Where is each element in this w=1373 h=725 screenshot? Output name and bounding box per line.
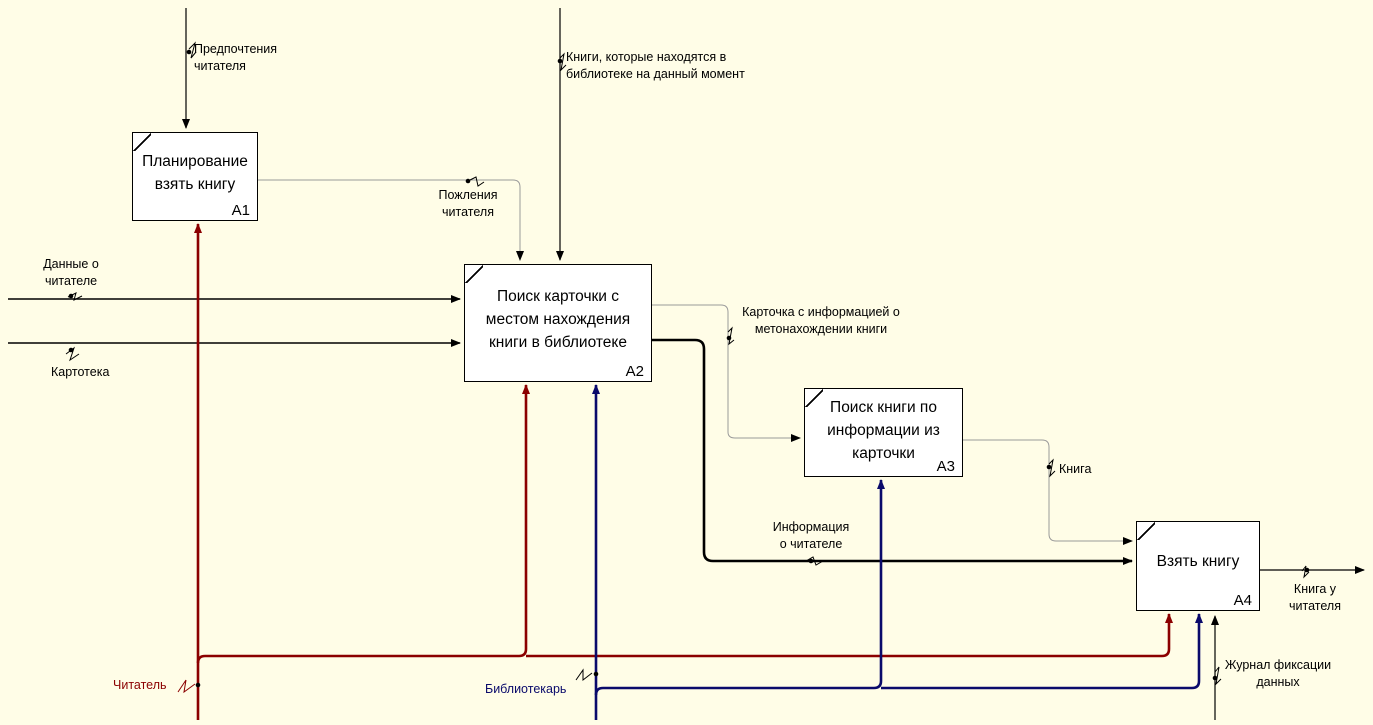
arrow-card-info[interactable] bbox=[652, 304, 801, 442]
label-preferences: Предпочтения читателя bbox=[194, 42, 278, 73]
corner-mark bbox=[805, 389, 823, 407]
label-books-available: Книги, которые находятся в библиотеке на… bbox=[566, 50, 745, 81]
corner-mark bbox=[1137, 522, 1155, 540]
arrow-wishes[interactable] bbox=[258, 179, 524, 261]
activity-title: Планирование взять книгу bbox=[142, 153, 248, 193]
activity-number: A2 bbox=[625, 363, 644, 380]
activity-title: Поиск книги по информации из карточки bbox=[827, 399, 940, 462]
activity-title: Взять книгу bbox=[1156, 553, 1240, 570]
activity-number: A1 bbox=[231, 202, 250, 219]
label-book: Книга bbox=[1059, 462, 1092, 476]
corner-mark bbox=[133, 133, 151, 151]
activity-box-a4[interactable]: Взять книгу A4 bbox=[1136, 521, 1260, 611]
label-card-index: Картотека bbox=[51, 365, 110, 379]
label-log: Журнал фиксации данных bbox=[1224, 658, 1332, 689]
label-librarian: Библиотекарь bbox=[485, 682, 567, 696]
label-wishes: Пожления читателя bbox=[438, 188, 498, 219]
arrow-book[interactable] bbox=[963, 439, 1133, 545]
activity-number: A4 bbox=[1233, 592, 1252, 609]
label-reader-info: Информация о читателе bbox=[772, 520, 850, 551]
connector-dots bbox=[68, 49, 1310, 688]
arrow-reader-info[interactable] bbox=[652, 338, 1133, 565]
activity-box-a2[interactable]: Поиск карточки с местом нахождения книги… bbox=[464, 264, 652, 382]
label-reader-data: Данные о читателе bbox=[43, 257, 99, 288]
label-card-info: Карточка с информацией о метонахождении … bbox=[742, 305, 900, 336]
arrow-librarian-mechanism[interactable] bbox=[592, 384, 1203, 720]
activity-box-a1[interactable]: Планирование взять книгу A1 bbox=[132, 132, 258, 221]
arrow-reader-mechanism[interactable] bbox=[194, 223, 1173, 720]
corner-mark bbox=[465, 265, 483, 283]
activity-box-a3[interactable]: Поиск книги по информации из карточки A3 bbox=[804, 388, 963, 477]
label-reader: Читатель bbox=[113, 678, 167, 692]
label-book-with-reader: Книга у читателя bbox=[1289, 582, 1341, 613]
activity-number: A3 bbox=[936, 458, 955, 475]
activity-title: Поиск карточки с местом нахождения книги… bbox=[485, 288, 631, 351]
